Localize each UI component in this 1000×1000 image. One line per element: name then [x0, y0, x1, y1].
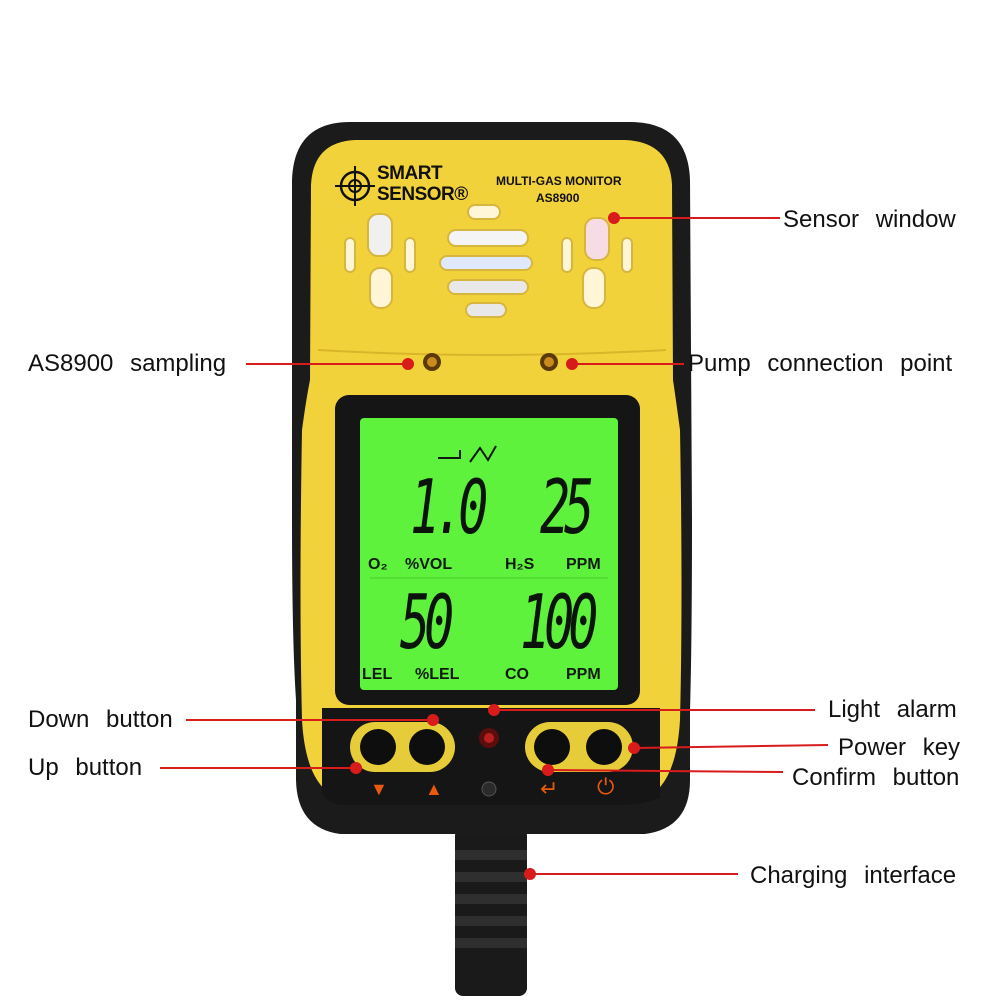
down-arrow-icon: ▼ [370, 779, 388, 799]
lel-reading: 50 [400, 579, 454, 666]
lcd-screen [360, 418, 618, 690]
left-key-pair [350, 722, 455, 772]
brand-logo-icon [335, 166, 375, 206]
pump-port [540, 353, 558, 371]
o2-gas-label: O₂ [368, 556, 388, 573]
charging-port [455, 828, 527, 996]
callout-sensor-window: Sensor window [783, 206, 956, 233]
callout-sampling: AS8900 sampling [28, 350, 227, 377]
sensor-window [344, 204, 633, 318]
h2s-gas-label: H₂S [505, 556, 535, 573]
co-reading: 100 [520, 579, 598, 666]
callout-down-button: Down button [28, 706, 173, 733]
model-code: AS8900 [536, 191, 580, 205]
h2s-unit-label: PPM [566, 556, 601, 573]
power-icon: ⏻ [597, 774, 615, 799]
co-gas-label: CO [505, 666, 529, 683]
brand-name-line2: SENSOR® [377, 184, 468, 205]
right-key-pair [525, 722, 633, 772]
buzzer-hole [481, 781, 497, 797]
confirm-return-icon: ↵ [540, 776, 559, 801]
callout-charging: Charging interface [750, 862, 957, 889]
lel-gas-label: LEL [362, 666, 393, 683]
lel-unit-label: %LEL [415, 666, 460, 683]
o2-unit-label: %VOL [405, 556, 453, 573]
up-arrow-icon: ▲ [425, 779, 443, 799]
callout-pump: Pump connection point [688, 350, 953, 377]
brand-name-line1: SMART [377, 163, 443, 184]
light-alarm-led [479, 728, 499, 748]
sampling-port [423, 353, 441, 371]
callout-power-key: Power key [838, 734, 961, 761]
callout-confirm-button: Confirm button [792, 764, 960, 791]
o2-reading: 1.0 [410, 464, 488, 551]
callout-up-button: Up button [28, 754, 143, 781]
callout-light-alarm: Light alarm [828, 696, 957, 723]
h2s-reading: 25 [540, 464, 594, 551]
model-title: MULTI-GAS MONITOR [496, 174, 622, 188]
pump-status-icon [438, 445, 497, 463]
co-unit-label: PPM [566, 666, 601, 683]
